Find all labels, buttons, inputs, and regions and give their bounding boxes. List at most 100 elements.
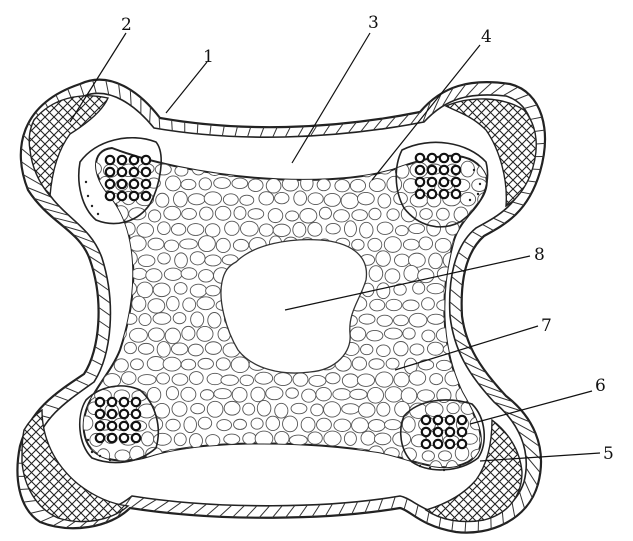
epidermis-cell-wall xyxy=(219,505,231,517)
parenchyma-cell xyxy=(153,283,170,297)
epidermis-cell-wall xyxy=(404,499,407,510)
parenchyma-cell xyxy=(385,420,402,430)
parenchyma-cell xyxy=(173,462,190,478)
parenchyma-cell xyxy=(171,343,187,355)
parenchyma-cell xyxy=(316,387,331,400)
parenchyma-cell xyxy=(395,401,410,416)
parenchyma-cell xyxy=(199,178,211,190)
parenchyma-cell xyxy=(148,328,164,341)
parenchyma-cell xyxy=(302,389,316,402)
parenchyma-cell xyxy=(156,193,169,207)
label-5: 5 xyxy=(603,444,614,464)
parenchyma-cell xyxy=(326,373,340,384)
parenchyma-cell xyxy=(221,375,239,385)
epidermis-cell-wall xyxy=(235,126,238,136)
parenchyma-cell xyxy=(240,195,254,205)
epidermis-cell-wall xyxy=(450,302,462,312)
parenchyma-cell xyxy=(181,448,198,462)
parenchyma-cell xyxy=(324,431,341,446)
xylem-vessel xyxy=(440,190,448,198)
parenchyma-cell xyxy=(182,326,195,340)
parenchyma-cell xyxy=(139,314,151,326)
parenchyma-cell xyxy=(319,207,331,219)
parenchyma-cell xyxy=(243,403,255,415)
xylem-vessel xyxy=(458,428,466,436)
parenchyma-cell xyxy=(324,402,341,417)
epidermis-cell-wall xyxy=(285,127,290,137)
parenchyma-cell xyxy=(361,344,373,354)
parenchyma-cell xyxy=(188,465,203,476)
parenchyma-cell xyxy=(113,268,130,281)
parenchyma-cell xyxy=(427,283,444,293)
parenchyma-cell xyxy=(394,254,409,266)
parenchyma-cell xyxy=(122,282,137,296)
parenchyma-cell xyxy=(198,358,213,369)
parenchyma-cell xyxy=(207,401,223,417)
parenchyma-cell xyxy=(436,360,452,370)
epidermis-cell-wall xyxy=(504,211,516,215)
parenchyma-cell xyxy=(275,431,289,445)
parenchyma-cell xyxy=(410,344,424,355)
epidermis-cell-wall xyxy=(352,502,358,515)
parenchyma-cell xyxy=(409,313,427,327)
parenchyma-cell xyxy=(225,221,240,235)
parenchyma-cell xyxy=(129,208,146,220)
xylem-vessel xyxy=(142,192,150,200)
parenchyma-cell xyxy=(437,208,450,220)
parenchyma-cell xyxy=(291,403,307,414)
parenchyma-cell xyxy=(326,464,339,477)
parenchyma-cell xyxy=(259,224,273,236)
parenchyma-cell xyxy=(114,238,129,253)
xylem-vessel xyxy=(118,156,126,164)
xylem-vessel xyxy=(132,434,140,442)
parenchyma-cell xyxy=(404,265,419,281)
xylem-vessel xyxy=(96,398,104,406)
parenchyma-cell xyxy=(428,314,445,324)
xylem-vessel xyxy=(96,410,104,418)
parenchyma-cell xyxy=(115,298,128,313)
parenchyma-cell xyxy=(191,312,204,327)
parenchyma-cell xyxy=(401,388,417,404)
epidermis-cell-wall xyxy=(233,506,245,518)
epidermis-cell-wall xyxy=(378,499,383,512)
parenchyma-cell xyxy=(115,450,130,461)
parenchyma-cell xyxy=(266,446,284,461)
epidermis-cell-wall xyxy=(478,82,492,95)
xylem-vessel xyxy=(108,410,116,418)
epidermis-cell-wall xyxy=(153,501,169,511)
parenchyma-cell xyxy=(384,328,402,339)
parenchyma-cell xyxy=(157,342,170,358)
parenchyma-cell xyxy=(387,209,399,221)
parenchyma-cell xyxy=(367,330,383,340)
parenchyma-cell xyxy=(234,207,246,220)
epidermis-cell-wall xyxy=(286,505,295,517)
xylem-vessel xyxy=(422,440,430,448)
parenchyma-cell xyxy=(409,371,426,385)
parenchyma-cell xyxy=(427,342,443,355)
parenchyma-cell xyxy=(460,192,475,205)
parenchyma-cell xyxy=(326,223,340,234)
parenchyma-cell xyxy=(419,237,432,250)
xylem-vessel xyxy=(118,180,126,188)
xylem-vessel xyxy=(120,410,128,418)
parenchyma-cell xyxy=(216,358,230,370)
parenchyma-cell xyxy=(137,282,153,298)
parenchyma-cell xyxy=(293,373,308,386)
epidermis-cell-wall xyxy=(246,506,257,518)
parenchyma-cell xyxy=(175,253,188,268)
parenchyma-cell xyxy=(311,404,324,416)
parenchyma-cell xyxy=(477,252,494,265)
parenchyma-cell xyxy=(394,341,408,355)
label-7: 7 xyxy=(541,316,552,336)
parenchyma-cell xyxy=(344,221,356,237)
parenchyma-cell xyxy=(216,448,232,461)
parenchyma-cell xyxy=(308,222,322,236)
epidermis-cell-wall xyxy=(524,480,532,497)
parenchyma-cell xyxy=(352,357,366,370)
parenchyma-cell xyxy=(217,420,232,431)
parenchyma-cell xyxy=(472,326,484,341)
parenchyma-cell xyxy=(469,208,486,222)
parenchyma-cell xyxy=(205,255,221,266)
epidermis-cell-wall xyxy=(530,117,542,119)
